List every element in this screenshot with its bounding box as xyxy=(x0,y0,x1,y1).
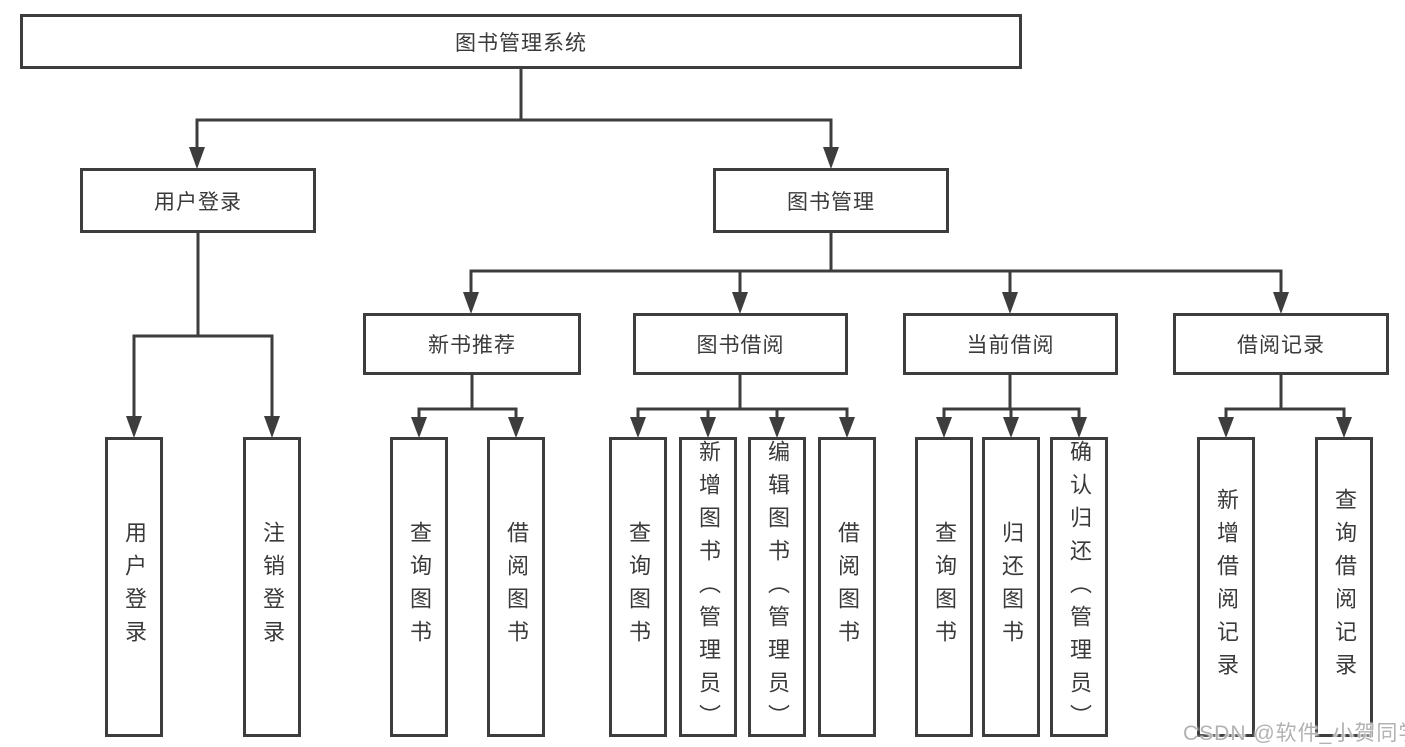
leaf-borrowing-borrow-books-label: 借阅图书 xyxy=(835,521,860,653)
leaf-borrowing-edit-books-admin: 编辑图书（管理员） xyxy=(748,437,806,737)
leaf-current-confirm-return-admin: 确认归还（管理员） xyxy=(1050,437,1108,737)
node-book-management-branch: 图书管理 xyxy=(713,168,949,233)
node-current-borrowing: 当前借阅 xyxy=(903,313,1118,375)
node-user-login-branch-label: 用户登录 xyxy=(154,190,242,214)
leaf-records-query-record-label: 查询借阅记录 xyxy=(1332,488,1357,686)
leaf-borrowing-add-books-admin: 新增图书（管理员） xyxy=(679,437,737,737)
node-new-book-recommend-label: 新书推荐 xyxy=(428,334,516,357)
leaf-records-query-record: 查询借阅记录 xyxy=(1315,437,1373,737)
leaf-user-login-label: 用户登录 xyxy=(122,521,147,653)
leaf-recommend-query-books: 查询图书 xyxy=(390,437,448,737)
leaf-borrowing-add-books-admin-label: 新增图书（管理员） xyxy=(696,440,721,737)
csdn-watermark: CSDN @软件_小贺同学 xyxy=(1183,722,1405,745)
node-new-book-recommend: 新书推荐 xyxy=(363,313,581,375)
node-user-login-branch: 用户登录 xyxy=(80,168,316,233)
node-book-borrowing: 图书借阅 xyxy=(633,313,848,375)
leaf-current-return-books-label: 归还图书 xyxy=(999,521,1024,653)
node-book-borrowing-label: 图书借阅 xyxy=(696,334,785,357)
node-root-system: 图书管理系统 xyxy=(20,14,1022,69)
leaf-user-login: 用户登录 xyxy=(105,437,163,737)
connector-records-to-leaves xyxy=(1218,375,1352,438)
node-book-management-branch-label: 图书管理 xyxy=(787,190,875,214)
leaf-records-add-record: 新增借阅记录 xyxy=(1197,437,1255,737)
connector-bookmgmt-to-level3 xyxy=(463,233,1289,314)
leaf-current-return-books: 归还图书 xyxy=(982,437,1040,737)
leaf-current-query-books: 查询图书 xyxy=(915,437,973,737)
leaf-recommend-borrow-books-label: 借阅图书 xyxy=(504,521,529,653)
leaf-borrowing-edit-books-admin-label: 编辑图书（管理员） xyxy=(765,440,790,737)
connector-newbook-to-leaves xyxy=(411,375,524,438)
node-current-borrowing-label: 当前借阅 xyxy=(966,334,1055,357)
leaf-borrowing-borrow-books: 借阅图书 xyxy=(818,437,876,737)
leaf-borrowing-query-books: 查询图书 xyxy=(609,437,667,737)
node-borrowing-records-label: 借阅记录 xyxy=(1237,334,1325,357)
leaf-logout-label: 注销登录 xyxy=(260,521,285,653)
connector-borrowing-to-leaves xyxy=(630,375,855,438)
leaf-logout: 注销登录 xyxy=(243,437,301,737)
leaf-recommend-borrow-books: 借阅图书 xyxy=(487,437,545,737)
connector-current-to-leaves xyxy=(936,375,1087,438)
leaf-borrowing-query-books-label: 查询图书 xyxy=(626,521,651,653)
leaf-current-confirm-return-admin-label: 确认归还（管理员） xyxy=(1067,440,1092,737)
node-root-system-label: 图书管理系统 xyxy=(455,31,587,55)
leaf-records-add-record-label: 新增借阅记录 xyxy=(1214,488,1239,686)
leaf-current-query-books-label: 查询图书 xyxy=(932,521,957,653)
leaf-recommend-query-books-label: 查询图书 xyxy=(407,521,432,653)
connector-root-to-level2 xyxy=(189,69,839,169)
node-borrowing-records: 借阅记录 xyxy=(1173,313,1389,375)
connector-userlogin-to-leaves xyxy=(126,233,280,438)
